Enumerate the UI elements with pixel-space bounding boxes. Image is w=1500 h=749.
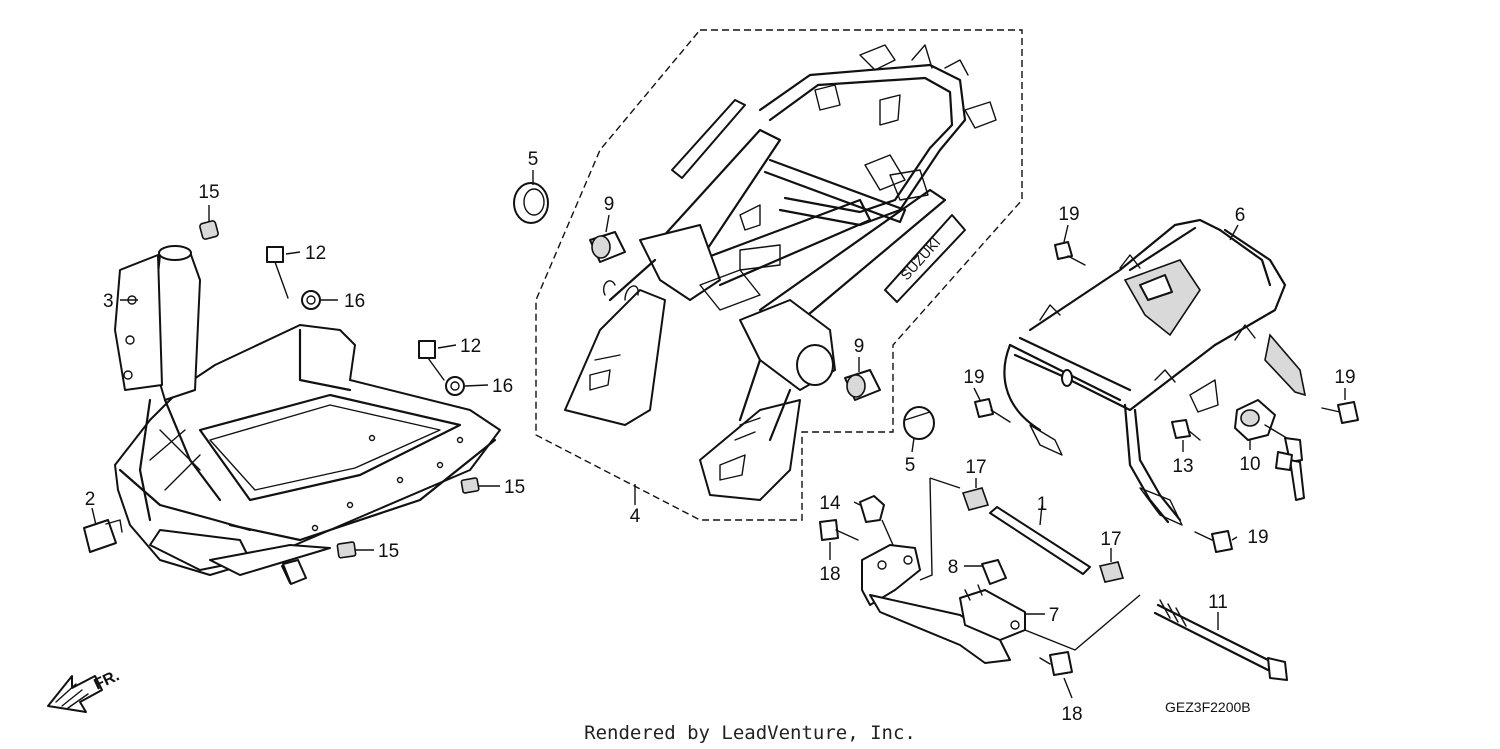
rubber-bushing[interactable] [589, 231, 626, 263]
frame-strip [671, 99, 746, 179]
seat-lock[interactable] [1234, 399, 1305, 501]
frame-cushion[interactable] [903, 406, 935, 440]
flange-bolt[interactable] [819, 519, 859, 541]
clip-nut[interactable] [336, 541, 357, 559]
flange-bolt[interactable] [1321, 401, 1359, 424]
bolt[interactable] [418, 340, 445, 381]
clip-nut[interactable] [199, 220, 219, 240]
front-direction-arrow-icon: FR. [47, 667, 123, 713]
callout-19: 19 [1334, 367, 1355, 388]
collar[interactable] [1098, 561, 1125, 583]
callout-15: 15 [378, 541, 399, 562]
pivot-shaft[interactable] [989, 506, 1091, 575]
callout-18: 18 [1061, 704, 1082, 725]
long-bolt[interactable] [1153, 599, 1288, 681]
grommet-plug[interactable] [83, 519, 123, 553]
nut[interactable] [859, 495, 885, 523]
callout-9: 9 [854, 336, 865, 357]
rubber-bushing[interactable] [844, 369, 881, 401]
frame-emblem: SUZUKI [884, 214, 966, 303]
callout-15: 15 [504, 477, 525, 498]
callout-19: 19 [1247, 527, 1268, 548]
bolt[interactable] [266, 246, 289, 299]
flange-bolt[interactable] [974, 398, 1011, 423]
frame-cushion[interactable] [513, 182, 549, 224]
callout-17: 17 [965, 457, 986, 478]
callout-10: 10 [1239, 454, 1260, 475]
front-direction-label: FR. [92, 667, 123, 693]
engine-hanger-bracket[interactable] [861, 544, 1026, 664]
small-bolt[interactable] [282, 559, 307, 585]
callout-9: 9 [604, 194, 615, 215]
callout-8: 8 [948, 557, 959, 578]
callout-3: 3 [103, 291, 114, 312]
callout-12: 12 [305, 243, 326, 264]
callout-1: 1 [1037, 494, 1048, 515]
front-body-frame[interactable] [114, 245, 501, 576]
flange-bolt[interactable] [1039, 651, 1073, 676]
callout-7: 7 [1049, 605, 1060, 626]
callout-2: 2 [85, 489, 96, 510]
flange-bolt[interactable] [1194, 530, 1233, 553]
flange-bolt[interactable] [1054, 241, 1086, 266]
callout-6: 6 [1235, 205, 1246, 226]
callout-11: 11 [1208, 592, 1228, 613]
callout-14: 14 [819, 493, 841, 514]
callout-19: 19 [963, 367, 984, 388]
callout-labels: 15 12 3 16 12 16 2 15 15 5 9 9 5 4 19 6 … [85, 149, 1356, 725]
callout-17: 17 [1100, 529, 1121, 550]
washer-nut[interactable] [445, 376, 465, 396]
main-frame[interactable] [564, 44, 997, 501]
footer-credit: Rendered by LeadVenture, Inc. [584, 722, 916, 744]
callout-16: 16 [492, 376, 513, 397]
callout-5: 5 [528, 149, 539, 170]
callout-15: 15 [198, 182, 219, 203]
callout-5: 5 [905, 455, 916, 476]
callout-12: 12 [460, 336, 481, 357]
rear-carrier[interactable] [1003, 218, 1307, 526]
washer-nut[interactable] [301, 290, 321, 310]
clip-nut[interactable] [460, 477, 480, 494]
callout-leaders [91, 170, 1346, 699]
callout-13: 13 [1172, 456, 1193, 477]
small-bolt-right[interactable] [981, 559, 1007, 585]
collar[interactable] [961, 487, 990, 511]
callout-19: 19 [1058, 204, 1079, 225]
callout-18: 18 [819, 564, 840, 585]
callout-16: 16 [344, 291, 365, 312]
screw[interactable] [1171, 419, 1201, 441]
assembly-lines [881, 477, 1141, 651]
diagram-code: GEZ3F2200B [1165, 699, 1251, 715]
callout-4: 4 [630, 506, 641, 527]
frame-group-boundary [535, 29, 1023, 521]
